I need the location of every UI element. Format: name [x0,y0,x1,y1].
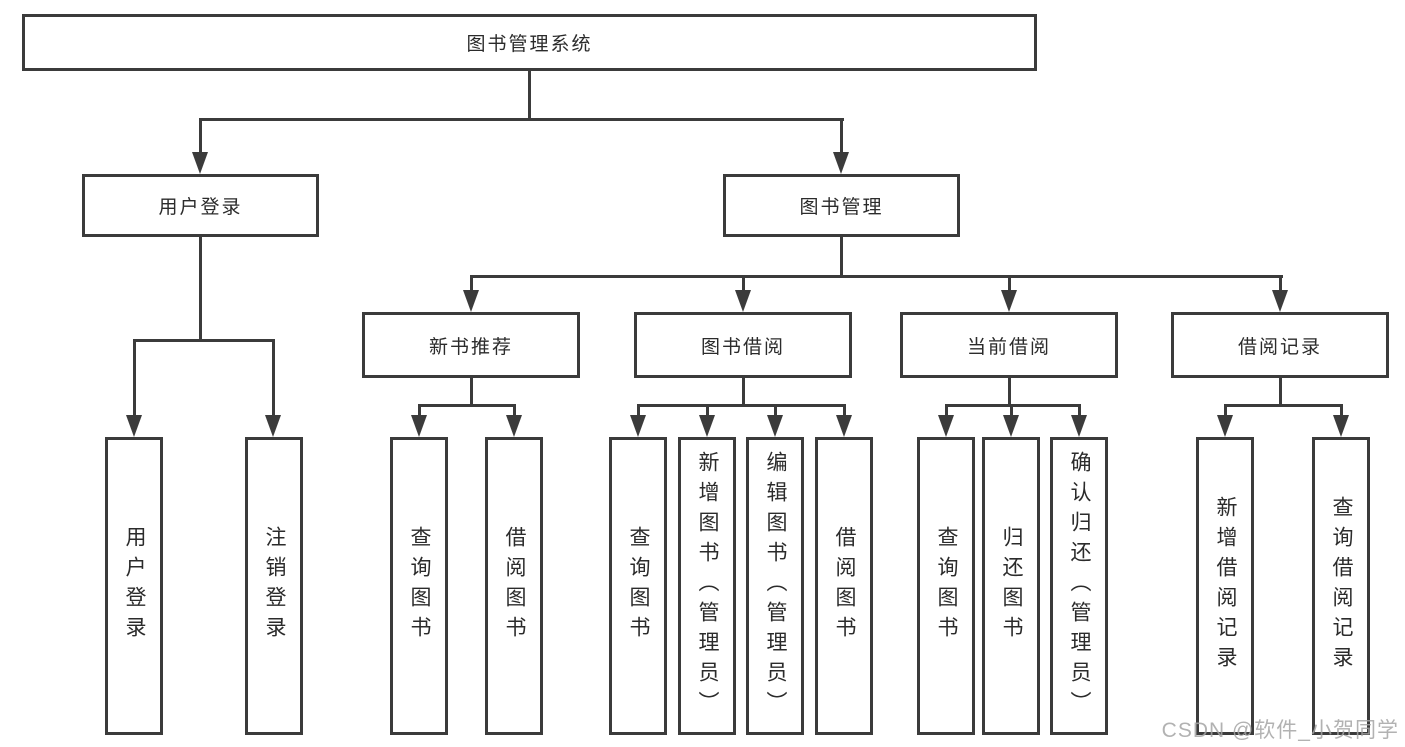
connector-drop-user-login [199,118,202,154]
node-book-management: 图书管理 [723,174,960,237]
arrowhead-icon [411,415,427,437]
connector-level2-branch [199,118,844,121]
node-borrow-records: 借阅记录 [1171,312,1389,378]
connector-level3-branch [470,275,1283,278]
leaf-query-books-current: 查询图书 [917,437,975,735]
connector-current-borrow-branch [945,404,1081,407]
arrowhead-icon [1217,415,1233,437]
arrowhead-icon [767,415,783,437]
connector-drop [418,404,421,417]
connector-drop [1224,404,1227,417]
arrowhead-icon [1003,415,1019,437]
leaf-borrow-books-recommend: 借阅图书 [485,437,543,735]
connector-new-book-stem [470,378,473,407]
connector-drop-leaf-login [133,339,136,417]
leaf-logout: 注销登录 [245,437,303,735]
connector-drop-book-management [840,118,843,154]
arrowhead-icon [265,415,281,437]
connector-drop [945,404,948,417]
connector-drop [1078,404,1081,417]
arrowhead-icon [1272,290,1288,312]
connector-user-login-branch [133,339,275,342]
connector-drop-new-book [470,275,473,294]
connector-borrow-records-stem [1279,378,1282,407]
arrowhead-icon [630,415,646,437]
connector-current-borrow-stem [1008,378,1011,407]
connector-drop [706,404,709,417]
leaf-add-book-admin: 新增图书（管理员） [678,437,736,735]
node-user-login: 用户登录 [82,174,319,237]
leaf-return-book: 归还图书 [982,437,1040,735]
leaf-edit-book-admin: 编辑图书（管理员） [746,437,804,735]
connector-book-borrow-stem [742,378,745,407]
connector-book-management-stem [840,237,843,278]
connector-borrow-records-branch [1224,404,1343,407]
arrowhead-icon [1071,415,1087,437]
leaf-add-borrow-record: 新增借阅记录 [1196,437,1254,735]
connector-drop-leaf-logout [272,339,275,417]
leaf-confirm-return-admin: 确认归还（管理员） [1050,437,1108,735]
connector-root-stem [528,70,531,120]
node-current-borrow: 当前借阅 [900,312,1118,378]
arrowhead-icon [833,152,849,174]
leaf-query-books-borrow: 查询图书 [609,437,667,735]
arrowhead-icon [463,290,479,312]
leaf-query-books-recommend: 查询图书 [390,437,448,735]
arrowhead-icon [506,415,522,437]
connector-drop [513,404,516,417]
connector-drop [1010,404,1013,417]
connector-drop [1340,404,1343,417]
connector-new-book-branch [418,404,516,407]
leaf-user-login: 用户登录 [105,437,163,735]
arrowhead-icon [192,152,208,174]
arrowhead-icon [1001,290,1017,312]
node-library-system: 图书管理系统 [22,14,1037,71]
connector-drop [843,404,846,417]
arrowhead-icon [1333,415,1349,437]
leaf-borrow-books: 借阅图书 [815,437,873,735]
connector-drop-current-borrow [1008,275,1011,294]
arrowhead-icon [699,415,715,437]
connector-book-borrow-branch [637,404,846,407]
csdn-watermark: CSDN @软件_小贺同学 [1161,719,1399,742]
connector-drop-book-borrow [742,275,745,294]
connector-drop-borrow-records [1279,275,1282,294]
connector-drop [774,404,777,417]
arrowhead-icon [938,415,954,437]
connector-user-login-stem [199,237,202,342]
connector-drop [637,404,640,417]
node-new-book-recommend: 新书推荐 [362,312,580,378]
node-book-borrow: 图书借阅 [634,312,852,378]
arrowhead-icon [735,290,751,312]
arrowhead-icon [126,415,142,437]
arrowhead-icon [836,415,852,437]
leaf-query-borrow-record: 查询借阅记录 [1312,437,1370,735]
